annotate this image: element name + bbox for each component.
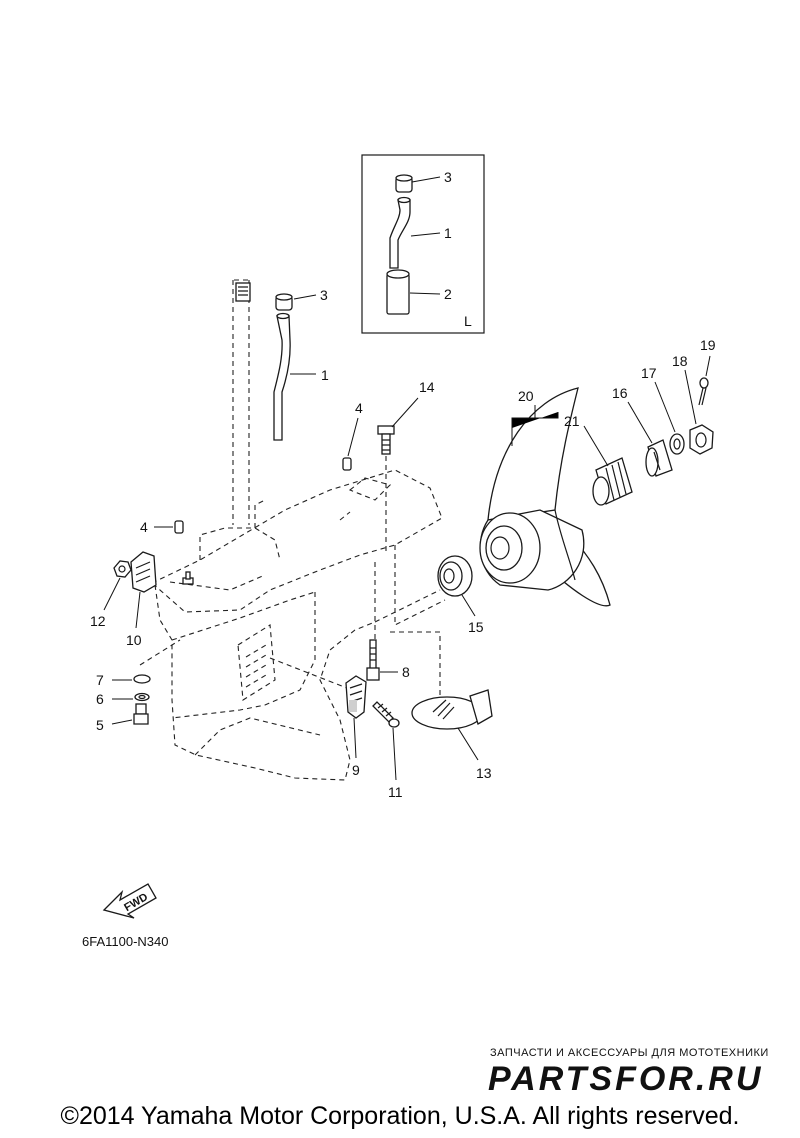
anode-10: [130, 551, 157, 593]
callout-21: 21: [564, 413, 580, 429]
thrust-washer-15: [437, 555, 473, 597]
spline-bushing-21: [592, 457, 633, 506]
anode-plate-13: [411, 689, 493, 730]
callout-11: 11: [388, 784, 403, 800]
callout-7: 7: [96, 672, 104, 688]
callout-19: 19: [700, 337, 716, 353]
anode-9: [345, 675, 367, 719]
bolt-8: [366, 639, 380, 681]
inset-callout-3: 3: [444, 169, 452, 185]
bolt-14: [377, 425, 395, 455]
watermark-logo: PARTSFOR.RU: [488, 1060, 763, 1098]
callout-5: 5: [96, 717, 104, 733]
callout-13: 13: [476, 765, 492, 781]
spacer-16: [645, 439, 673, 477]
copyright-notice: ©2014 Yamaha Motor Corporation, U.S.A. A…: [60, 1102, 740, 1130]
callout-12: 12: [90, 613, 106, 629]
dowel-pin-right: [342, 457, 352, 471]
inset-tube-part: [389, 199, 411, 269]
inset-callout-2: 2: [444, 286, 452, 302]
callout-17: 17: [641, 365, 657, 381]
callout-6: 6: [96, 691, 104, 707]
watermark-tagline: ЗАПЧАСТИ И АКСЕССУАРЫ ДЛЯ МОТОТЕХНИКИ: [490, 1047, 769, 1059]
inset-sleeve-part: [386, 269, 410, 315]
propeller-20: [479, 387, 611, 607]
washer-17: [669, 433, 685, 455]
callout-18: 18: [672, 353, 688, 369]
callout-8: 8: [402, 664, 410, 680]
callout-4b: 4: [140, 519, 148, 535]
callout-9: 9: [352, 762, 360, 778]
housing-stud: [182, 571, 194, 585]
callout-4a: 4: [355, 400, 363, 416]
callout-10: 10: [126, 632, 142, 648]
forward-arrow-icon: FWD: [102, 883, 157, 919]
cotter-pin-19: [698, 377, 709, 406]
callout-20: 20: [518, 388, 534, 404]
callout-1: 1: [321, 367, 329, 383]
callout-14: 14: [419, 379, 435, 395]
inset-callout-1: 1: [444, 225, 452, 241]
callout-3: 3: [320, 287, 328, 303]
washer-7: [133, 674, 151, 684]
water-tube: [273, 315, 291, 441]
callout-16: 16: [612, 385, 628, 401]
inset-label-L: L: [464, 313, 472, 329]
inset-collar-part: [395, 174, 413, 193]
castle-nut-18: [689, 424, 714, 455]
inset-panel: 3 1 2 L: [361, 154, 485, 334]
drawing-code: 6FA1100-N340: [82, 934, 169, 949]
dowel-pin-left: [174, 520, 184, 534]
fwd-label: FWD: [122, 891, 150, 914]
lower-case-outline: [139, 279, 446, 781]
water-tube-collar: [275, 293, 293, 311]
bolt-5: [133, 703, 149, 725]
callout-15: 15: [468, 619, 484, 635]
driveshaft-spline: [235, 282, 251, 302]
nut-12: [113, 560, 132, 578]
washer-6: [134, 692, 150, 702]
screw-11: [372, 701, 400, 728]
